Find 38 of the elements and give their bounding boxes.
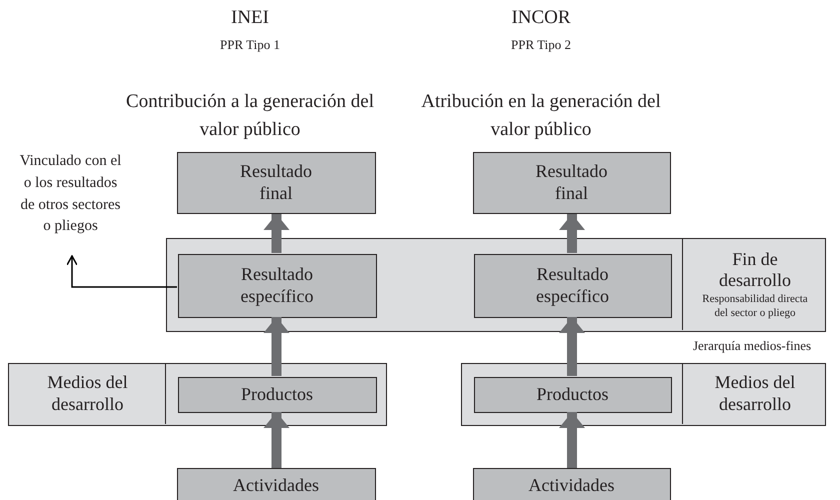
process-box — [474, 254, 672, 318]
box-label: Resultado final — [239, 160, 313, 204]
level-band — [8, 363, 387, 426]
box-label: Resultado específico — [240, 264, 314, 308]
column-heading: INCOR — [511, 6, 571, 30]
level-band — [166, 238, 826, 332]
process-box — [178, 254, 377, 318]
box-label: Resultado específico — [535, 264, 610, 308]
axis-note: Jerarquía medios-fines — [692, 337, 812, 355]
column-subheading: PPR Tipo 2 — [511, 36, 571, 54]
block-arrow — [264, 214, 290, 253]
column-title: Contribución a la generación del valor público — [125, 90, 375, 142]
box-label: Medios del desarrollo — [714, 372, 796, 416]
block-arrow — [264, 317, 290, 376]
box-label: Fin de desarrollo — [718, 248, 792, 292]
block-arrow — [559, 214, 585, 253]
box-label: Resultado final — [534, 160, 608, 204]
block-arrow — [264, 412, 290, 468]
block-arrow — [559, 317, 585, 376]
process-box — [473, 152, 671, 214]
box-label: Productos — [536, 384, 608, 406]
box-subtext: Responsabilidad directa del sector o pliego — [701, 292, 809, 320]
arrow — [66, 255, 177, 288]
level-band — [461, 363, 826, 426]
box-label: Productos — [241, 384, 313, 406]
process-box — [178, 377, 377, 413]
column-heading: INEI — [231, 6, 269, 30]
box-label: Medios del desarrollo — [46, 372, 129, 416]
column-subheading: PPR Tipo 1 — [220, 36, 280, 54]
process-box — [474, 377, 672, 413]
process-box — [177, 468, 376, 500]
process-box — [473, 468, 671, 500]
box-label: Actividades — [233, 474, 319, 496]
block-arrow — [559, 412, 585, 468]
box-label: Actividades — [528, 474, 614, 496]
column-title: Atribución en la generación del valor público — [420, 90, 662, 142]
note-text: Vinculado con el o los resultados de otros sectores o pliegos — [18, 152, 122, 236]
process-box — [177, 152, 376, 214]
